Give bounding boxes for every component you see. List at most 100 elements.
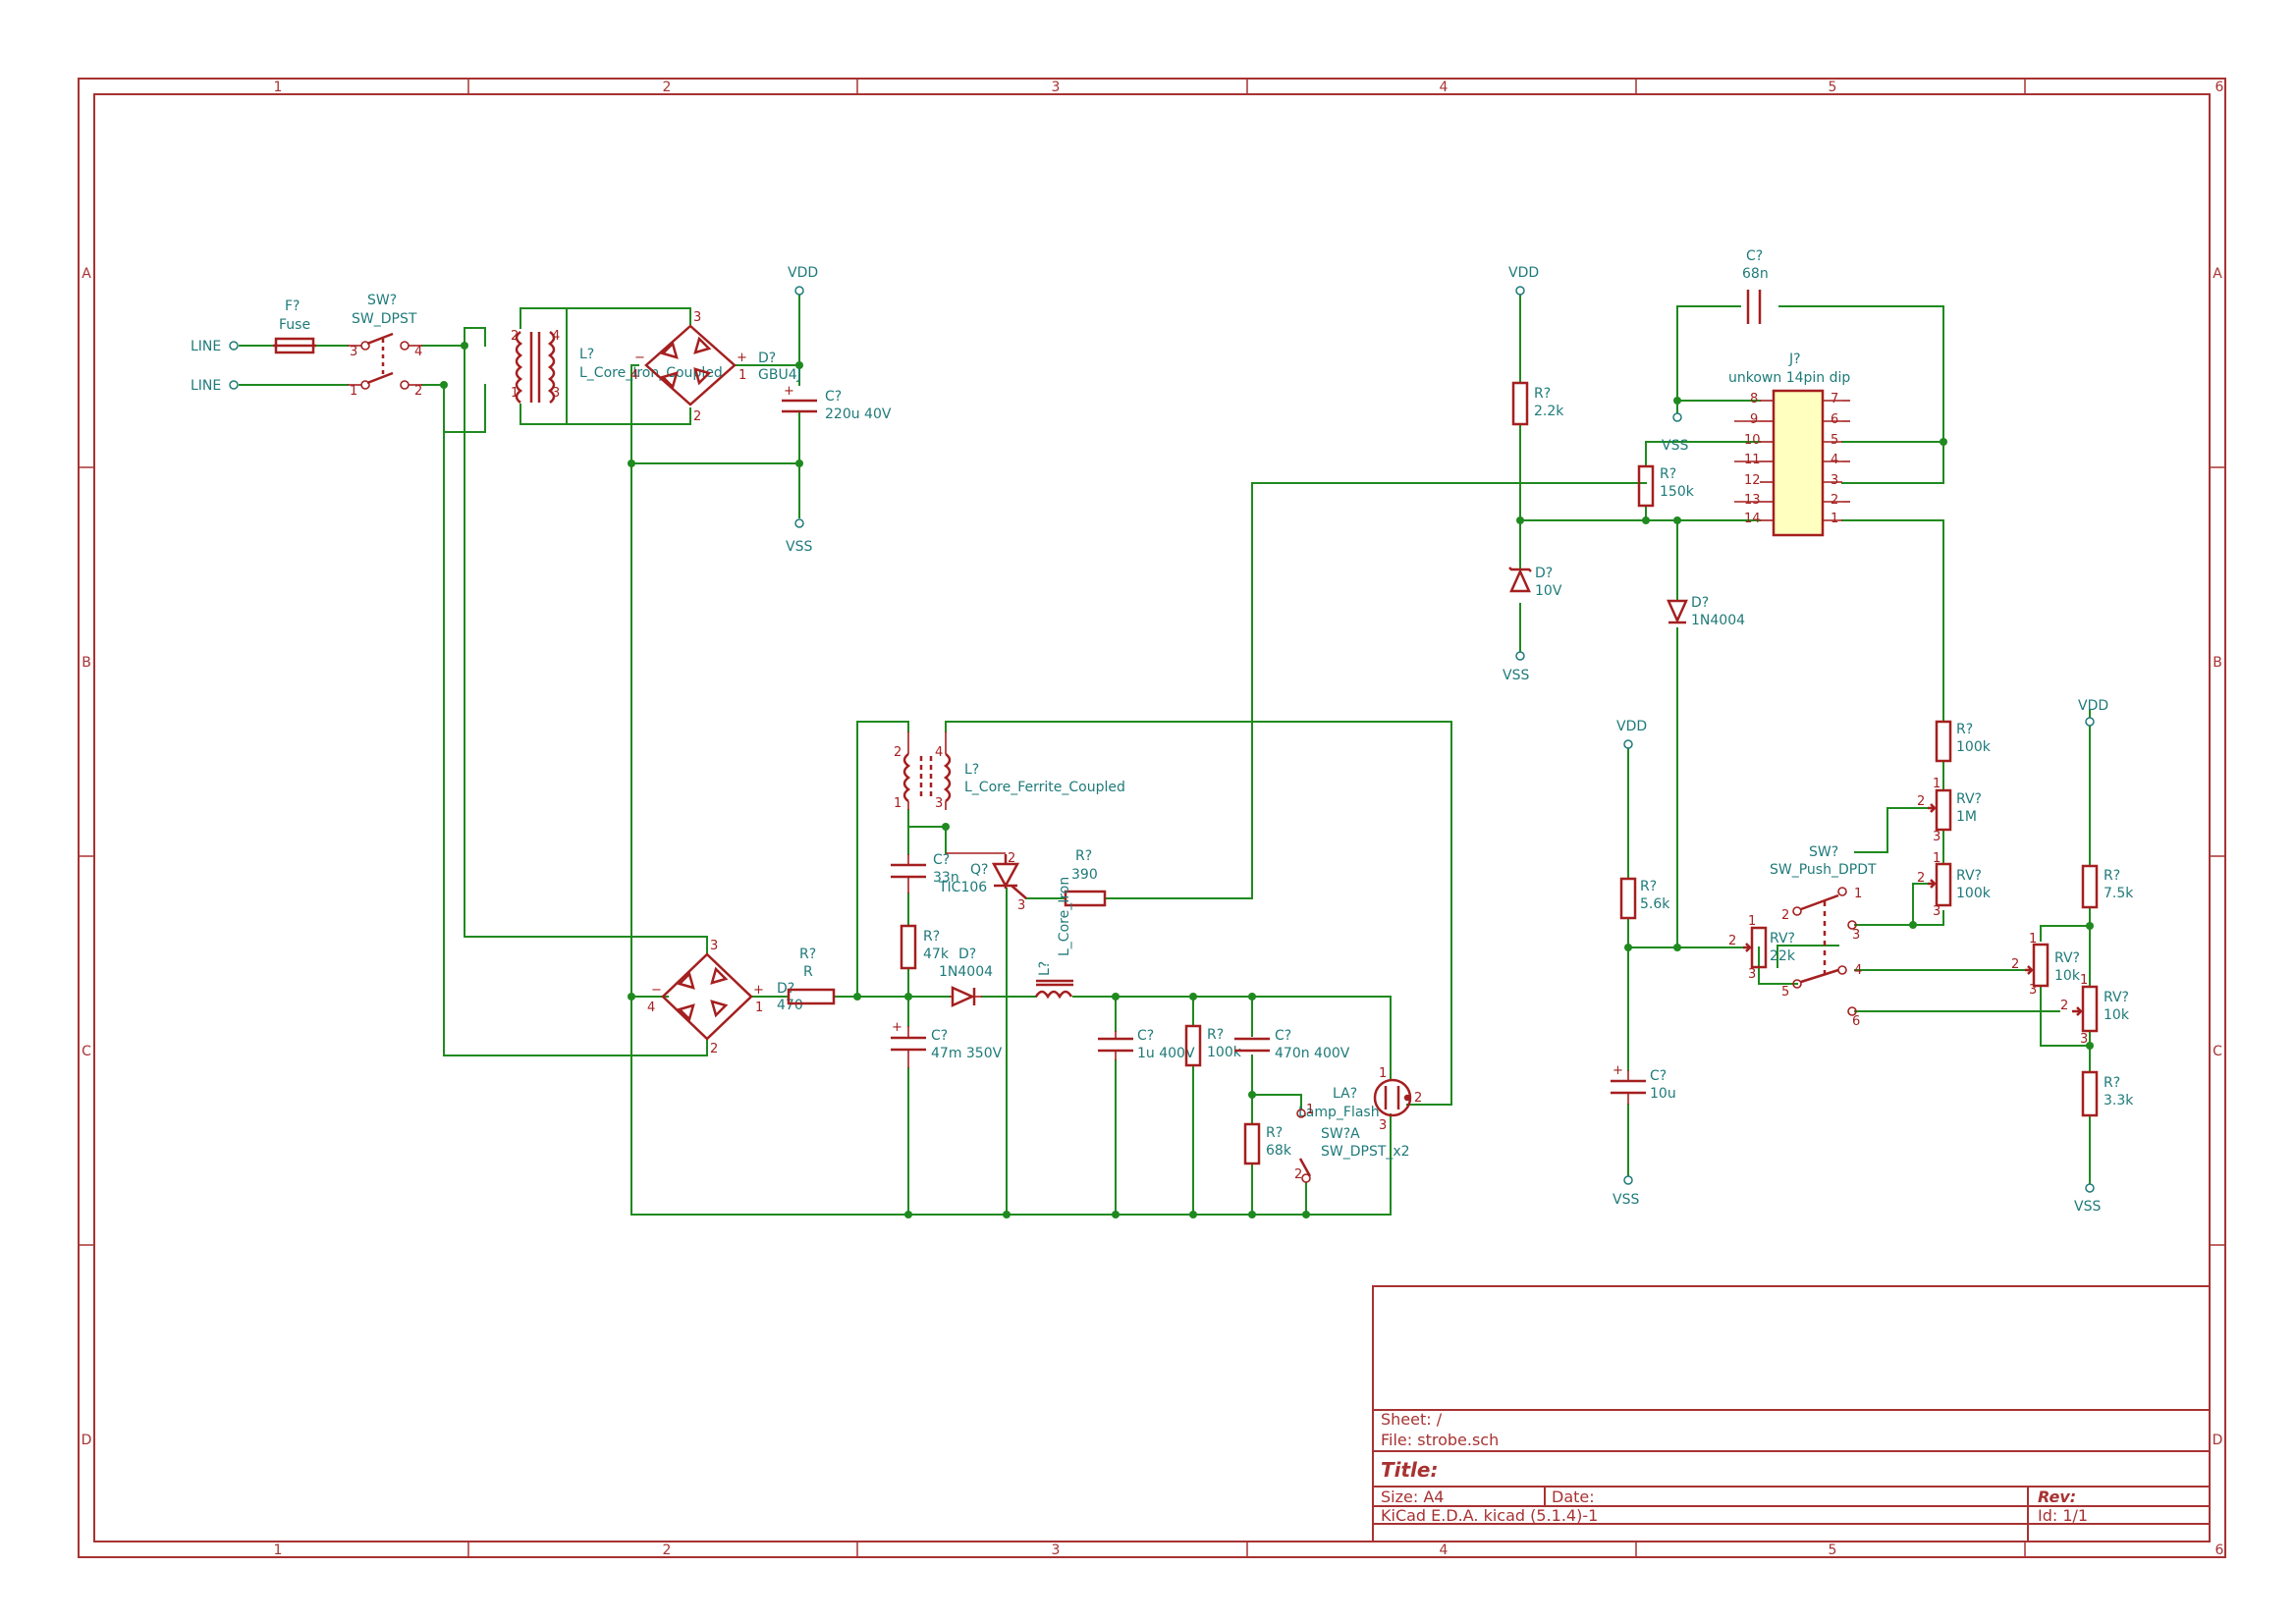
lamp-ref: LA? bbox=[1333, 1086, 1357, 1102]
l-iron-ref: L? bbox=[579, 347, 594, 362]
transformer-iron[interactable]: 21 43 L? L_Core_Iron_Coupled bbox=[511, 329, 723, 404]
q-scr-value: TIC106 bbox=[938, 880, 987, 895]
vss-label-3: VSS bbox=[1613, 1192, 1639, 1208]
svg-text:+: + bbox=[784, 384, 794, 399]
fuse[interactable]: F? Fuse bbox=[273, 298, 316, 354]
sw-dpst-value: SW_DPST bbox=[352, 311, 417, 327]
vss-label-4: VSS bbox=[2074, 1199, 2101, 1215]
svg-text:1: 1 bbox=[1933, 777, 1941, 791]
resistor-r[interactable]: R? R bbox=[787, 947, 836, 1005]
capacitor-47m[interactable]: + C? 47m 350V bbox=[891, 1020, 1003, 1068]
power-symbols: LINE LINE VDD VSS VDD VSS VSS VDD VSS VD… bbox=[191, 265, 2108, 1215]
capacitor-470n[interactable]: C? 470n 400V bbox=[1234, 1028, 1350, 1061]
capacitor-10u[interactable]: + C? 10u bbox=[1611, 1063, 1676, 1105]
capacitor-33n[interactable]: C? 33n bbox=[891, 852, 959, 893]
ic-pin-2: 2 bbox=[1831, 493, 1838, 508]
flash-lamp[interactable]: 132 LA? Lamp_Flash bbox=[1298, 1066, 1422, 1133]
r-47k-value: 47k bbox=[923, 947, 950, 962]
row-label-c-right: C bbox=[2213, 1044, 2222, 1059]
sw-push-value: SW_Push_DPDT bbox=[1770, 862, 1877, 878]
resistor-100k-b[interactable]: R? 100k bbox=[1935, 720, 1992, 763]
svg-text:3: 3 bbox=[350, 345, 357, 359]
r-390-ref: R? bbox=[1075, 848, 1092, 864]
svg-text:1: 1 bbox=[738, 368, 746, 383]
svg-text:1: 1 bbox=[755, 1001, 763, 1015]
resistor-390[interactable]: R? 390 bbox=[1064, 848, 1107, 907]
svg-text:1: 1 bbox=[2080, 973, 2088, 988]
r-5k6-value: 5.6k bbox=[1640, 896, 1670, 912]
c-10u-ref: C? bbox=[1650, 1068, 1667, 1084]
resistor-3k3[interactable]: R? 3.3k bbox=[2081, 1070, 2134, 1117]
switch-a[interactable]: 12 SW?A SW_DPST_x2 bbox=[1294, 1103, 1410, 1183]
diode-1n4004-b[interactable]: D? 1N4004 bbox=[1667, 595, 1745, 628]
row-label-b: B bbox=[82, 655, 91, 671]
bridge-1-ref: D? bbox=[758, 351, 776, 366]
ic-pin-10: 10 bbox=[1744, 433, 1761, 448]
rv-1m-ref: RV? bbox=[1956, 791, 1982, 807]
r-3k3-ref: R? bbox=[2104, 1075, 2120, 1091]
svg-text:3: 3 bbox=[1933, 830, 1941, 844]
bridge-2-value: 470 bbox=[777, 998, 803, 1013]
resistor-100k-a[interactable]: R? 100k bbox=[1184, 1024, 1242, 1067]
title-date: Date: bbox=[1552, 1488, 1595, 1506]
title-label: Title: bbox=[1381, 1458, 1438, 1482]
r-68k-value: 68k bbox=[1266, 1143, 1292, 1159]
potentiometer-10k-a[interactable]: 213 RV? 10k bbox=[2011, 932, 2081, 998]
resistor-68k[interactable]: R? 68k bbox=[1243, 1122, 1292, 1165]
resistor-2k2[interactable]: R? 2.2k bbox=[1511, 381, 1564, 426]
resistor-150k[interactable]: R? 150k bbox=[1637, 464, 1695, 508]
potentiometer-22k[interactable]: 213 RV? 22k bbox=[1728, 914, 1796, 982]
resistor-7k5[interactable]: R? 7.5k bbox=[2081, 864, 2134, 909]
zener-10v[interactable]: D? 10V bbox=[1508, 566, 1562, 599]
c-470n-ref: C? bbox=[1275, 1028, 1291, 1044]
svg-text:4: 4 bbox=[935, 745, 943, 760]
sw-push-ref: SW? bbox=[1809, 844, 1838, 860]
vss-label-5: VSS bbox=[1662, 438, 1688, 454]
svg-text:4: 4 bbox=[414, 345, 422, 359]
capacitor-68n[interactable]: C? 68n bbox=[1742, 248, 1769, 324]
ic-pin-1: 1 bbox=[1831, 512, 1838, 526]
r-390-value: 390 bbox=[1071, 867, 1098, 883]
svg-text:3: 3 bbox=[935, 796, 943, 811]
potentiometer-10k-b[interactable]: 213 RV? 10k bbox=[2060, 973, 2130, 1047]
col-label-1-bottom: 1 bbox=[274, 1542, 283, 1558]
svg-text:3: 3 bbox=[693, 310, 701, 325]
svg-text:2: 2 bbox=[2011, 957, 2019, 972]
scr-tic106[interactable]: 23 Q? TIC106 bbox=[938, 851, 1027, 913]
row-label-d: D bbox=[82, 1433, 92, 1448]
ic-14pin-dip[interactable]: 8 9 10 11 12 13 14 7 6 5 4 3 2 1 J? unko… bbox=[1728, 352, 1850, 537]
diode-1n4004-a[interactable]: D? 1N4004 bbox=[939, 947, 993, 1007]
transformer-ferrite[interactable]: 21 43 L? L_Core_Ferrite_Coupled bbox=[894, 731, 1125, 811]
potentiometer-1m[interactable]: 213 RV? 1M bbox=[1917, 777, 1982, 844]
potentiometer-100k[interactable]: 213 RV? 100k bbox=[1917, 851, 1992, 919]
r-100k-a-value: 100k bbox=[1207, 1045, 1242, 1060]
r-7k5-ref: R? bbox=[2104, 868, 2120, 884]
svg-text:1: 1 bbox=[1933, 851, 1941, 866]
vss-label-2: VSS bbox=[1503, 668, 1529, 683]
bridge-2-ref: D? bbox=[777, 981, 794, 997]
resistor-5k6[interactable]: R? 5.6k bbox=[1619, 877, 1670, 920]
ic-pin-5: 5 bbox=[1831, 433, 1838, 448]
capacitor-1u[interactable]: C? 1u 400V bbox=[1098, 1028, 1195, 1061]
l-iron-2-value: L_Core_Iron bbox=[1057, 877, 1072, 956]
sw-dpst-ref: SW? bbox=[367, 293, 397, 308]
row-label-a: A bbox=[82, 266, 91, 282]
capacitor-220u[interactable]: + C? 220u 40V bbox=[782, 384, 892, 422]
inductor-iron[interactable]: L? L_Core_Iron bbox=[1034, 877, 1073, 1000]
switch-push-dpdt[interactable]: 123 456 SW? SW_Push_DPDT bbox=[1770, 844, 1877, 1029]
c-68n-ref: C? bbox=[1746, 248, 1763, 264]
rv-100k-ref: RV? bbox=[1956, 868, 1982, 884]
resistor-47k[interactable]: R? 47k bbox=[900, 924, 950, 970]
ic-value: unkown 14pin dip bbox=[1728, 370, 1850, 386]
svg-text:1: 1 bbox=[1306, 1103, 1314, 1117]
row-label-b-right: B bbox=[2213, 655, 2222, 671]
rv-10k-b-value: 10k bbox=[2104, 1007, 2130, 1023]
svg-text:−: − bbox=[634, 351, 645, 365]
r-3k3-value: 3.3k bbox=[2104, 1093, 2134, 1109]
title-tool: KiCad E.D.A. kicad (5.1.4)-1 bbox=[1381, 1506, 1598, 1525]
net-line-2: LINE bbox=[191, 378, 221, 394]
svg-text:3: 3 bbox=[2029, 983, 2037, 998]
